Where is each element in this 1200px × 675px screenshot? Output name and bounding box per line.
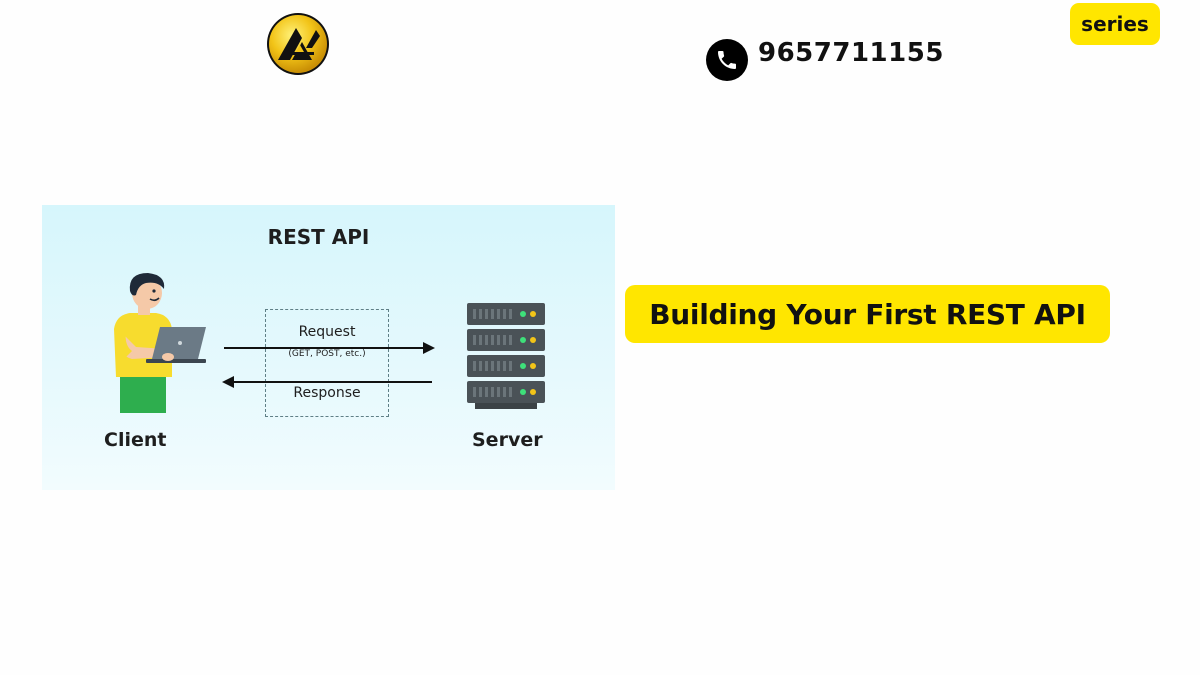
phone-number[interactable]: 9657711155 [758, 38, 944, 68]
request-methods-label: (GET, POST, etc.) [288, 349, 366, 359]
phone-icon[interactable] [706, 39, 748, 81]
phone-contact[interactable]: 9657711155 [706, 38, 944, 82]
server-label: Server [472, 429, 543, 451]
request-arrow-head-icon [423, 342, 435, 354]
brand-logo-icon[interactable] [266, 12, 330, 76]
response-label: Response [293, 385, 361, 401]
client-person-icon [110, 271, 210, 417]
series-badge[interactable]: series [1070, 3, 1160, 45]
response-arrow-head-icon [222, 376, 234, 388]
rest-api-diagram: REST API [42, 205, 615, 490]
headline-banner: Building Your First REST API [625, 285, 1110, 343]
request-response-box [265, 309, 389, 417]
request-label: Request [298, 324, 356, 340]
server-rack-icon [465, 303, 547, 411]
diagram-title: REST API [267, 225, 370, 249]
client-label: Client [104, 429, 167, 451]
